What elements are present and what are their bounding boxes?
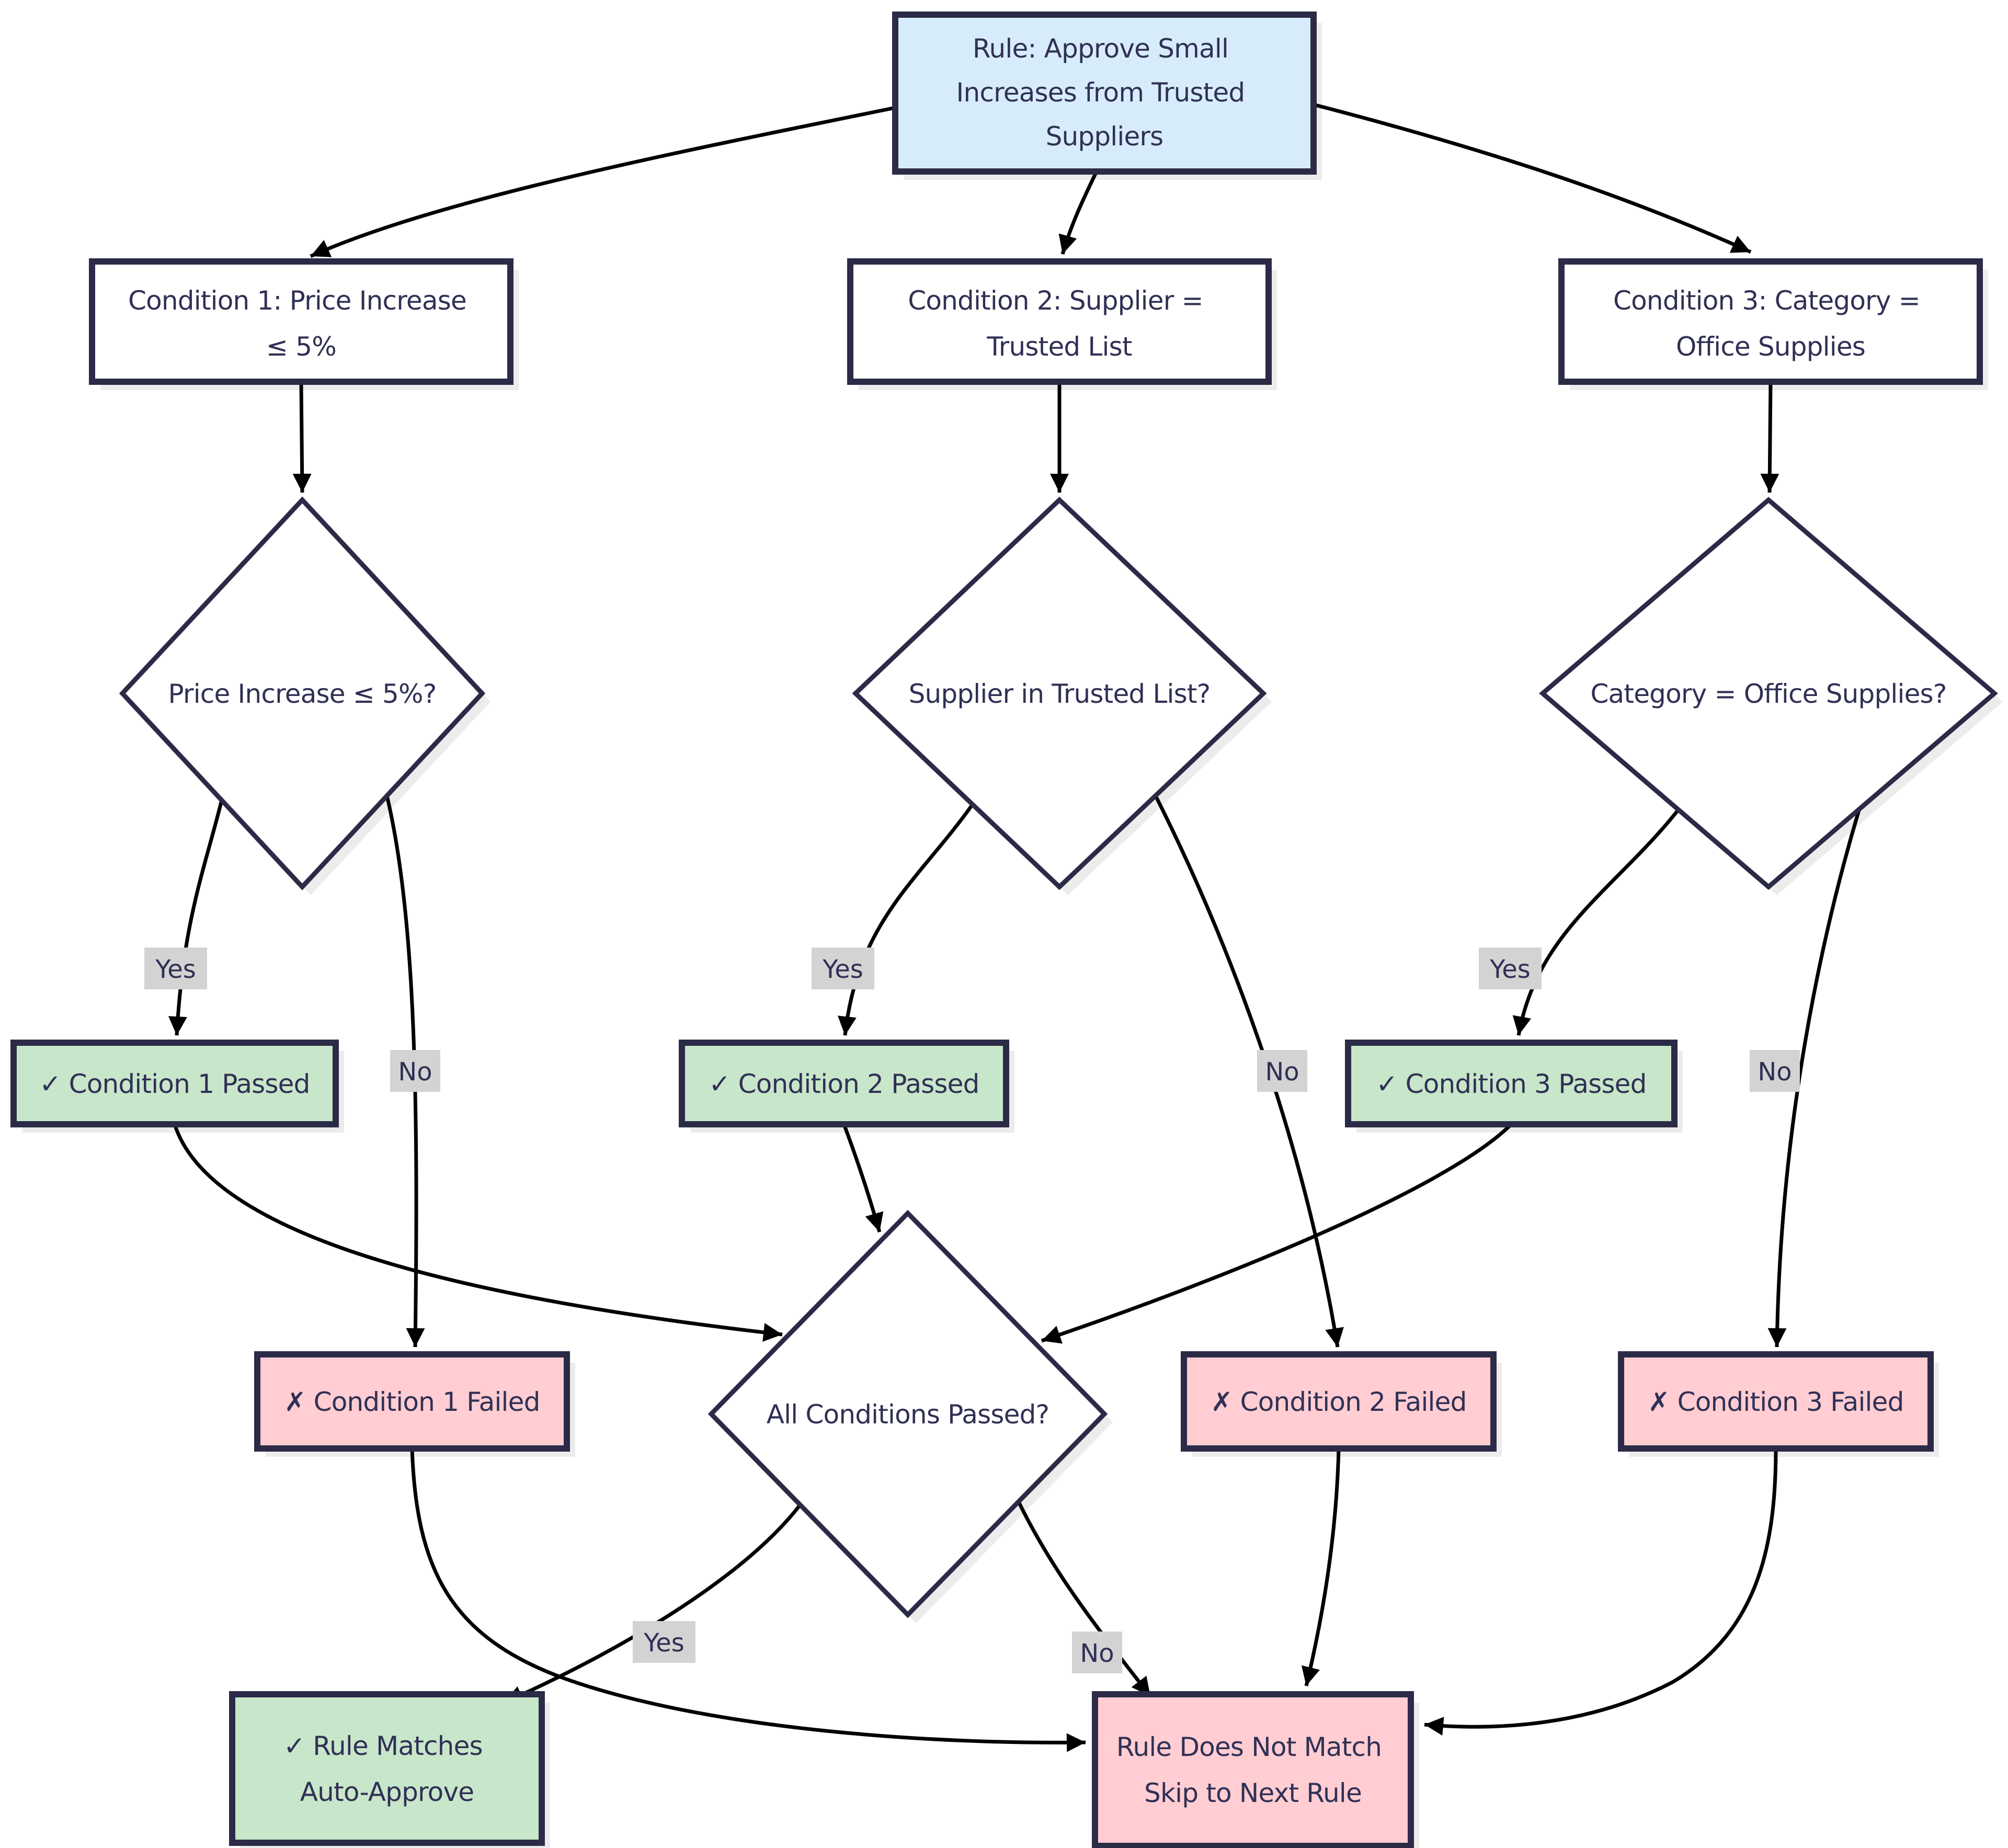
edge-label-no-4: No (1072, 1632, 1122, 1673)
condition-2-label: Condition 2: Supplier = Trusted List (908, 286, 1211, 362)
node-all-conditions-check: All Conditions Passed? (708, 1210, 1108, 1618)
edge-allcheck-no-to-nomatch (1017, 1501, 1152, 1698)
check-supplier-label: Supplier in Trusted List? (909, 679, 1211, 709)
edge-label-yes-3: Yes (1479, 948, 1542, 989)
condition-3-label: Condition 3: Category = Office Supplies (1613, 286, 1928, 362)
edge-pass1-to-allcheck (173, 1123, 783, 1342)
edge-condition1-to-check1 (292, 381, 312, 493)
edge-root-to-condition3 (1313, 102, 1752, 254)
svg-text:No: No (398, 1057, 432, 1087)
node-condition-2: Condition 2: Supplier = Trusted List (847, 258, 1272, 385)
edge-root-to-condition2 (1058, 172, 1098, 255)
node-rule-does-not-match: Rule Does Not Match Skip to Next Rule (1092, 1691, 1414, 1848)
edges (168, 102, 1862, 1752)
edge-label-yes-2: Yes (812, 948, 874, 989)
condition-1-label: Condition 1: Price Increase ≤ 5% (128, 286, 474, 362)
nodes: Rule: Approve Small Increases from Trust… (10, 12, 1998, 1848)
node-check-price-increase: Price Increase ≤ 5%? (119, 496, 486, 891)
svg-text:Yes: Yes (822, 955, 863, 984)
edge-check3-yes-to-pass3 (1512, 808, 1680, 1036)
condition-2-passed-label: ✓ Condition 2 Passed (709, 1069, 979, 1099)
all-conditions-check-label: All Conditions Passed? (767, 1399, 1049, 1430)
edge-pass3-to-allcheck (1041, 1123, 1513, 1344)
check-category-label: Category = Office Supplies? (1590, 679, 1946, 709)
check-price-increase-label: Price Increase ≤ 5%? (168, 679, 436, 709)
edge-check2-yes-to-pass2 (838, 803, 974, 1036)
edge-label-no-1: No (390, 1050, 440, 1092)
edge-root-to-condition1 (310, 106, 896, 258)
svg-text:No: No (1080, 1639, 1114, 1668)
node-rule-title: Rule: Approve Small Increases from Trust… (892, 12, 1317, 175)
node-condition-3-failed: ✗ Condition 3 Failed (1618, 1351, 1934, 1452)
edge-label-yes-1: Yes (144, 948, 207, 989)
node-condition-3: Condition 3: Category = Office Supplies (1558, 258, 1983, 385)
edge-condition3-to-check3 (1760, 381, 1779, 493)
edge-fail2-to-nomatch (1301, 1448, 1341, 1686)
condition-3-passed-label: ✓ Condition 3 Passed (1376, 1069, 1646, 1099)
edge-label-no-3: No (1750, 1050, 1800, 1092)
svg-text:No: No (1265, 1057, 1299, 1087)
node-rule-matches: ✓ Rule Matches Auto-Approve (229, 1691, 545, 1846)
condition-1-passed-label: ✓ Condition 1 Passed (39, 1069, 310, 1099)
condition-2-failed-label: ✗ Condition 2 Failed (1211, 1387, 1466, 1417)
edge-labels: Yes No Yes No Yes No Yes No (144, 948, 1800, 1673)
node-condition-3-passed: ✓ Condition 3 Passed (1345, 1040, 1678, 1127)
node-check-category: Category = Office Supplies? (1539, 497, 1998, 890)
edge-fail1-to-nomatch (410, 1448, 1086, 1752)
edge-check3-no-to-fail3 (1767, 807, 1862, 1348)
edge-label-yes-4: Yes (633, 1621, 695, 1663)
svg-text:Yes: Yes (1489, 955, 1530, 984)
node-condition-2-passed: ✓ Condition 2 Passed (679, 1040, 1009, 1127)
condition-1-failed-label: ✗ Condition 1 Failed (284, 1387, 540, 1417)
condition-3-failed-label: ✗ Condition 3 Failed (1648, 1387, 1903, 1417)
edge-check1-yes-to-pass1 (168, 800, 224, 1036)
node-condition-2-failed: ✗ Condition 2 Failed (1181, 1351, 1497, 1452)
rule-does-not-match-label: Rule Does Not Match Skip to Next Rule (1116, 1732, 1389, 1808)
edge-label-no-2: No (1257, 1050, 1307, 1092)
rule-matches-label: ✓ Rule Matches Auto-Approve (283, 1731, 490, 1807)
node-condition-1-passed: ✓ Condition 1 Passed (10, 1040, 339, 1127)
edge-check1-no-to-fail1 (385, 795, 425, 1348)
edge-pass2-to-allcheck (842, 1123, 884, 1233)
node-condition-1: Condition 1: Price Increase ≤ 5% (89, 258, 514, 385)
edge-allcheck-yes-to-match (503, 1503, 802, 1705)
svg-text:Yes: Yes (155, 955, 196, 984)
node-condition-1-failed: ✗ Condition 1 Failed (254, 1351, 570, 1452)
rule-title-label: Rule: Approve Small Increases from Trust… (956, 33, 1253, 152)
svg-text:Yes: Yes (643, 1628, 684, 1658)
edge-fail3-to-nomatch (1424, 1448, 1778, 1736)
node-check-supplier: Supplier in Trusted List? (852, 496, 1267, 891)
edge-check2-no-to-fail2 (1154, 795, 1344, 1348)
svg-text:No: No (1758, 1057, 1792, 1087)
